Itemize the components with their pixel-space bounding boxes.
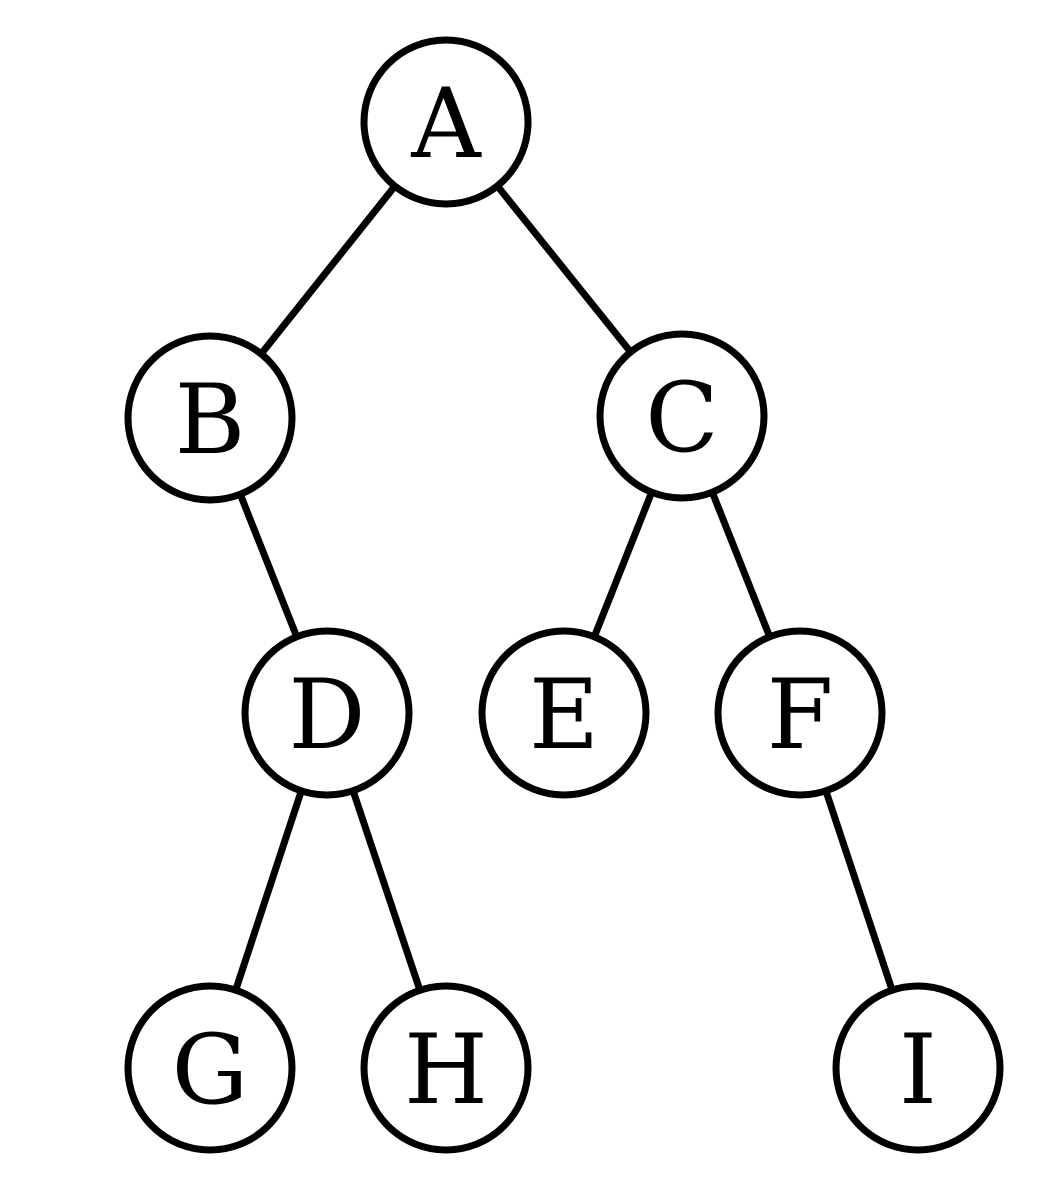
node-circle — [360, 982, 532, 1154]
node-label: D — [289, 659, 366, 771]
node-circle — [360, 36, 532, 208]
node-circle — [832, 982, 1004, 1154]
edge-f-i — [822, 789, 896, 992]
edge-c-f — [709, 490, 773, 639]
nodes-layer: A B C D E F G H I — [124, 36, 1004, 1154]
node-label: I — [899, 1014, 937, 1126]
node-label: H — [404, 1014, 488, 1126]
edge-d-h — [349, 789, 424, 992]
tree-node-a: A — [360, 36, 532, 208]
tree-node-d: D — [241, 627, 413, 799]
node-circle — [596, 330, 768, 502]
edges-layer — [232, 183, 896, 992]
tree-node-h: H — [360, 982, 532, 1154]
node-label: E — [529, 659, 599, 771]
node-label: F — [767, 659, 834, 771]
node-label: C — [645, 362, 718, 474]
node-circle — [241, 627, 413, 799]
tree-node-f: F — [714, 627, 886, 799]
edge-d-g — [232, 789, 305, 992]
edge-a-c — [494, 183, 634, 355]
node-label: G — [172, 1014, 249, 1126]
tree-node-i: I — [832, 982, 1004, 1154]
edge-c-e — [591, 490, 655, 639]
node-circle — [124, 332, 296, 504]
edge-b-d — [236, 492, 301, 639]
node-label: A — [410, 68, 482, 180]
node-circle — [478, 627, 650, 799]
tree-node-e: E — [478, 627, 650, 799]
node-label: B — [175, 364, 246, 476]
node-circle — [714, 627, 886, 799]
tree-node-g: G — [124, 982, 296, 1154]
tree-node-c: C — [596, 330, 768, 502]
edge-a-b — [258, 183, 398, 357]
node-circle — [124, 982, 296, 1154]
tree-node-b: B — [124, 332, 296, 504]
